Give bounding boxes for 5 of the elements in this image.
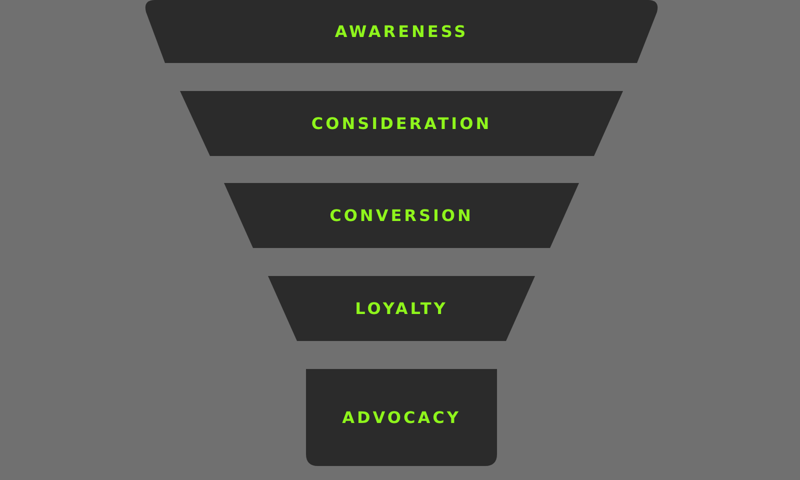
- stage-label: CONVERSION: [328, 206, 474, 224]
- stage-label: ADVOCACY: [341, 408, 462, 426]
- stage-label: AWARENESS: [334, 22, 470, 40]
- stage-label: LOYALTY: [354, 298, 449, 318]
- stage-label: CONSIDERATION: [310, 114, 493, 132]
